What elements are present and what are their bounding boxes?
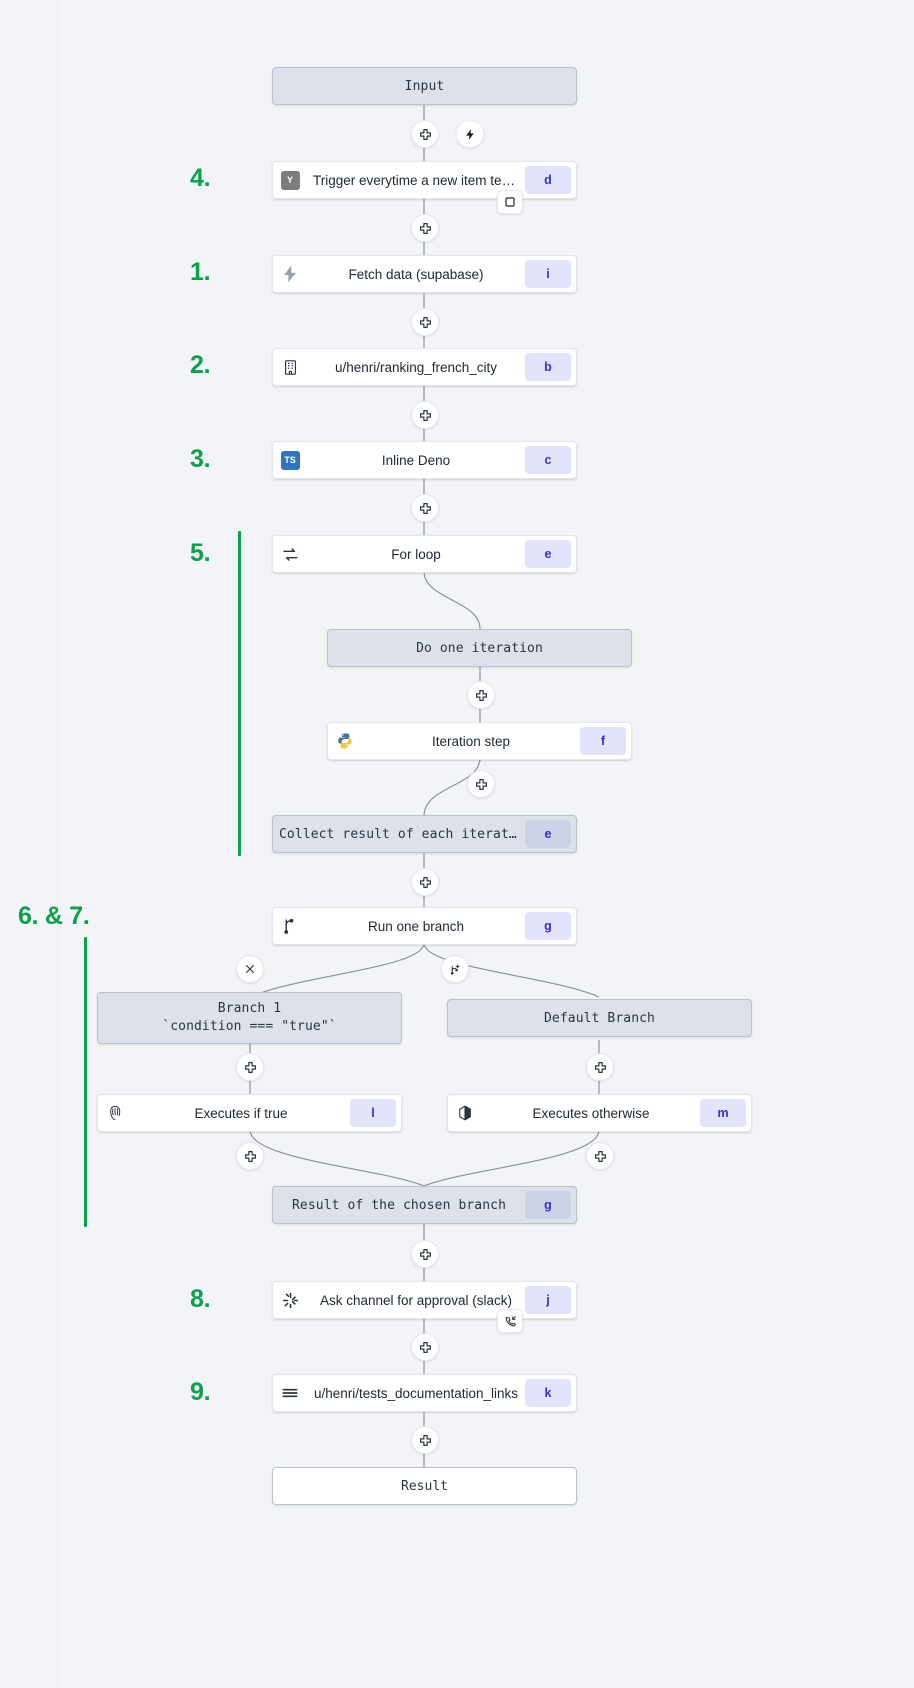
annotation-6-and-7: 6. & 7. [18,902,90,930]
node-iteration-step-label: Iteration step [431,733,511,749]
postgres-icon [98,1094,132,1132]
node-result[interactable]: Result [272,1467,577,1505]
node-input-label: Input [404,78,445,94]
node-default-branch-label: Default Branch [544,1010,655,1026]
annotation-2: 2. [190,351,211,379]
branch-icon [273,907,307,945]
typescript-icon: TS [273,441,307,479]
building-icon [273,348,307,386]
node-ask-approval[interactable]: Ask channel for approval (slack) j [272,1281,577,1319]
node-ranking-french-city-label: u/henri/ranking_french_city [334,359,498,375]
supabase-icon [273,255,307,293]
node-run-one-branch-badge[interactable]: g [525,912,571,940]
node-inline-deno-label: Inline Deno [381,452,451,468]
node-executes-if-true[interactable]: Executes if true l [97,1094,402,1132]
node-branch-1-condition: `condition === "true"` [162,1019,337,1034]
node-executes-otherwise[interactable]: Executes otherwise m [447,1094,752,1132]
node-inline-deno[interactable]: TS Inline Deno c [272,441,577,479]
node-executes-if-true-label: Executes if true [194,1105,288,1121]
node-iteration-step-badge[interactable]: f [580,727,626,755]
annotation-8: 8. [190,1285,211,1313]
node-ask-approval-label: Ask channel for approval (slack) [319,1292,513,1308]
add-step-handle-fetch[interactable] [411,308,439,336]
node-executes-otherwise-badge[interactable]: m [700,1099,746,1127]
add-step-handle-trigger[interactable] [411,214,439,242]
node-do-one-iteration[interactable]: Do one iteration [327,629,632,667]
python-icon [328,722,362,760]
node-result-label: Result [401,1478,448,1494]
lightning-bolt-icon[interactable] [456,120,484,148]
add-branch-icon[interactable] [441,955,469,983]
node-collect-result-label: Collect result of each iteration [279,826,525,842]
node-branch-result[interactable]: Result of the chosen branch g [272,1186,577,1224]
node-trigger-badge[interactable]: d [525,166,571,194]
add-step-handle-default-branch[interactable] [586,1053,614,1081]
page-rule [57,0,58,1688]
annotation-5: 5. [190,539,211,567]
node-iteration-step[interactable]: Iteration step f [327,722,632,760]
node-input[interactable]: Input [272,67,577,105]
add-step-handle-iteration-end[interactable] [467,770,495,798]
node-default-branch[interactable]: Default Branch [447,999,752,1037]
node-trigger[interactable]: Y Trigger everytime a new item text o… d [272,161,577,199]
phone-callback-icon[interactable] [497,1309,523,1333]
node-executes-if-true-badge[interactable]: l [350,1099,396,1127]
add-step-handle-branch-1[interactable] [236,1053,264,1081]
annotation-1: 1. [190,258,211,286]
node-executes-otherwise-label: Executes otherwise [532,1105,650,1121]
annotation-9: 9. [190,1378,211,1406]
stop-square-icon[interactable] [497,190,523,214]
node-branch-result-badge[interactable]: g [525,1191,571,1219]
annotation-4: 4. [190,164,211,192]
node-tests-documentation-links-label: u/henri/tests_documentation_links [313,1385,519,1401]
node-branch-1-title: Branch 1 [217,1001,282,1017]
node-tests-documentation-links-badge[interactable]: k [525,1379,571,1407]
yaml-icon: Y [273,161,307,199]
node-branch-1-label: Branch 1 `condition === "true"` [98,1000,401,1035]
node-do-one-iteration-label: Do one iteration [416,640,543,656]
add-step-handle-ranking[interactable] [411,401,439,429]
node-for-loop-label: For loop [391,546,441,562]
add-step-handle-input[interactable] [411,120,439,148]
node-for-loop[interactable]: For loop e [272,535,577,573]
node-collect-result-badge[interactable]: e [525,820,571,848]
add-step-handle-deno[interactable] [411,494,439,522]
node-ranking-french-city[interactable]: u/henri/ranking_french_city b [272,348,577,386]
node-branch-result-label: Result of the chosen branch [291,1197,507,1213]
node-inline-deno-badge[interactable]: c [525,446,571,474]
node-fetch-data-badge[interactable]: i [525,260,571,288]
node-for-loop-badge[interactable]: e [525,540,571,568]
add-step-handle-tests[interactable] [411,1426,439,1454]
add-step-handle-if-true[interactable] [236,1142,264,1170]
add-step-handle-branch-result[interactable] [411,1240,439,1268]
add-step-handle-otherwise[interactable] [586,1142,614,1170]
node-run-one-branch[interactable]: Run one branch g [272,907,577,945]
docker-icon [448,1094,482,1132]
add-step-handle-collect[interactable] [411,868,439,896]
node-branch-1[interactable]: Branch 1 `condition === "true"` [97,992,402,1044]
loop-icon [273,535,307,573]
branch-scope-rail [84,937,87,1227]
node-collect-result[interactable]: Collect result of each iteration e [272,815,577,853]
node-run-one-branch-label: Run one branch [367,918,465,934]
node-fetch-data[interactable]: Fetch data (supabase) i [272,255,577,293]
node-ranking-french-city-badge[interactable]: b [525,353,571,381]
annotation-3: 3. [190,445,211,473]
node-ask-approval-badge[interactable]: j [525,1286,571,1314]
slack-icon [273,1281,307,1319]
node-tests-documentation-links[interactable]: u/henri/tests_documentation_links k [272,1374,577,1412]
node-trigger-label: Trigger everytime a new item text o… [313,172,525,188]
loop-scope-rail [238,531,241,856]
node-fetch-data-label: Fetch data (supabase) [348,266,484,282]
flow-icon [273,1374,307,1412]
add-step-handle-iteration[interactable] [467,681,495,709]
remove-branch-icon[interactable] [236,955,264,983]
add-step-handle-approval[interactable] [411,1333,439,1361]
